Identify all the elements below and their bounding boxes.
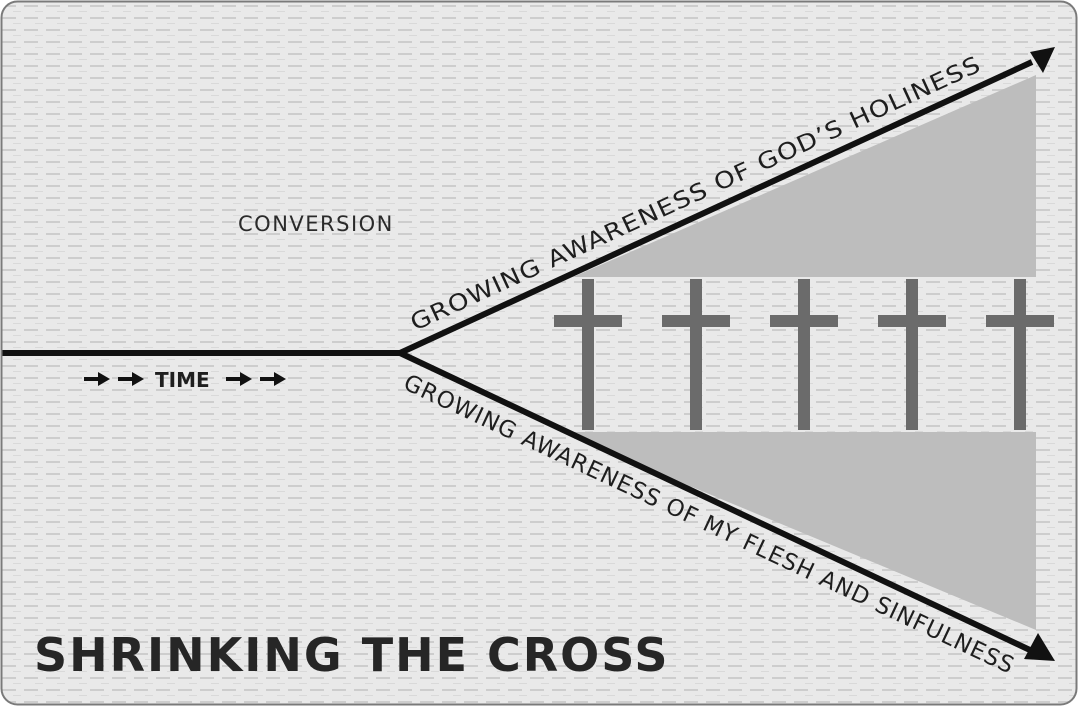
conversion-label: CONVERSION xyxy=(238,212,394,236)
lower-arrow-head xyxy=(1024,633,1055,661)
time-arrows-left xyxy=(84,372,144,386)
lower-awareness-line xyxy=(398,350,1034,654)
cross-icon xyxy=(986,279,1054,430)
cross-icon xyxy=(770,279,838,430)
upper-wedge xyxy=(573,75,1036,277)
upper-arrow-head xyxy=(1030,47,1055,73)
crosses-group xyxy=(554,279,1054,430)
upper-awareness-line xyxy=(398,59,1034,356)
diagram-title: SHRINKING THE CROSS xyxy=(34,628,669,682)
cross-icon xyxy=(878,279,946,430)
time-arrows-right xyxy=(226,372,286,386)
cross-icon xyxy=(554,279,622,430)
cross-icon xyxy=(662,279,730,430)
time-label: TIME xyxy=(155,368,210,392)
